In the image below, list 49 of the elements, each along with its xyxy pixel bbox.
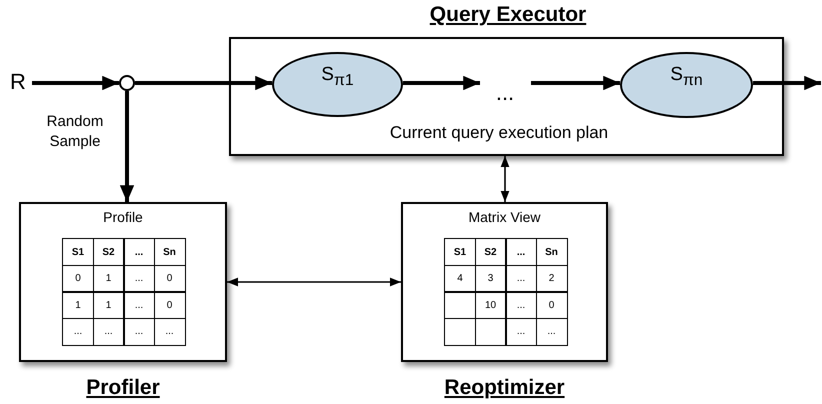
table-cell: ... — [92, 318, 124, 346]
table-cell: ... — [154, 318, 186, 346]
ellipsis-label: ... — [496, 80, 514, 106]
table-cell: ... — [123, 238, 155, 266]
table-cell: 3 — [474, 264, 506, 292]
table-cell: Sn — [536, 238, 568, 266]
table-cell: 1 — [92, 291, 124, 319]
arrow — [500, 156, 510, 202]
section-heading: Reoptimizer — [444, 376, 565, 400]
table-cell: 0 — [536, 291, 568, 319]
table-cell: ... — [536, 318, 568, 346]
operator-label: S$_{πn}$ — [670, 64, 703, 90]
table-cell: ... — [505, 291, 537, 319]
table-cell: 10 — [474, 291, 506, 319]
arrow — [135, 76, 272, 90]
arrow — [531, 76, 620, 90]
table-cell: ... — [62, 318, 94, 346]
arrow — [403, 76, 480, 90]
table-cell: 1 — [62, 291, 94, 319]
table-cell: ... — [123, 264, 155, 292]
section-heading: Query Executor — [430, 3, 586, 27]
input-label: R — [10, 69, 26, 95]
edge-label: Random Sample — [46, 112, 104, 151]
arrow — [227, 278, 401, 286]
table-cell: S1 — [444, 238, 476, 266]
arrow — [120, 91, 134, 202]
table-cell: 0 — [154, 264, 186, 292]
operator-label: S$_{π1}$ — [321, 64, 354, 90]
table-title: Profile — [103, 209, 143, 225]
table-cell: 2 — [536, 264, 568, 292]
table-cell: 1 — [92, 264, 124, 292]
table-cell: 0 — [62, 264, 94, 292]
table-cell: S1 — [62, 238, 94, 266]
junction-circle — [119, 75, 135, 91]
table-cell: S2 — [92, 238, 124, 266]
table-cell: 4 — [444, 264, 476, 292]
table-cell: ... — [505, 264, 537, 292]
arrow — [753, 76, 821, 90]
table-title: Matrix View — [468, 209, 541, 225]
table-cell: ... — [505, 238, 537, 266]
table-cell: ... — [123, 318, 155, 346]
table-cell: S2 — [474, 238, 506, 266]
table-cell: 0 — [154, 291, 186, 319]
table-cell: ... — [505, 318, 537, 346]
section-heading: Profiler — [86, 376, 160, 400]
table-cell: ... — [123, 291, 155, 319]
table-cell: Sn — [154, 238, 186, 266]
plan-caption: Current query execution plan — [390, 123, 608, 143]
arrow — [32, 76, 119, 90]
